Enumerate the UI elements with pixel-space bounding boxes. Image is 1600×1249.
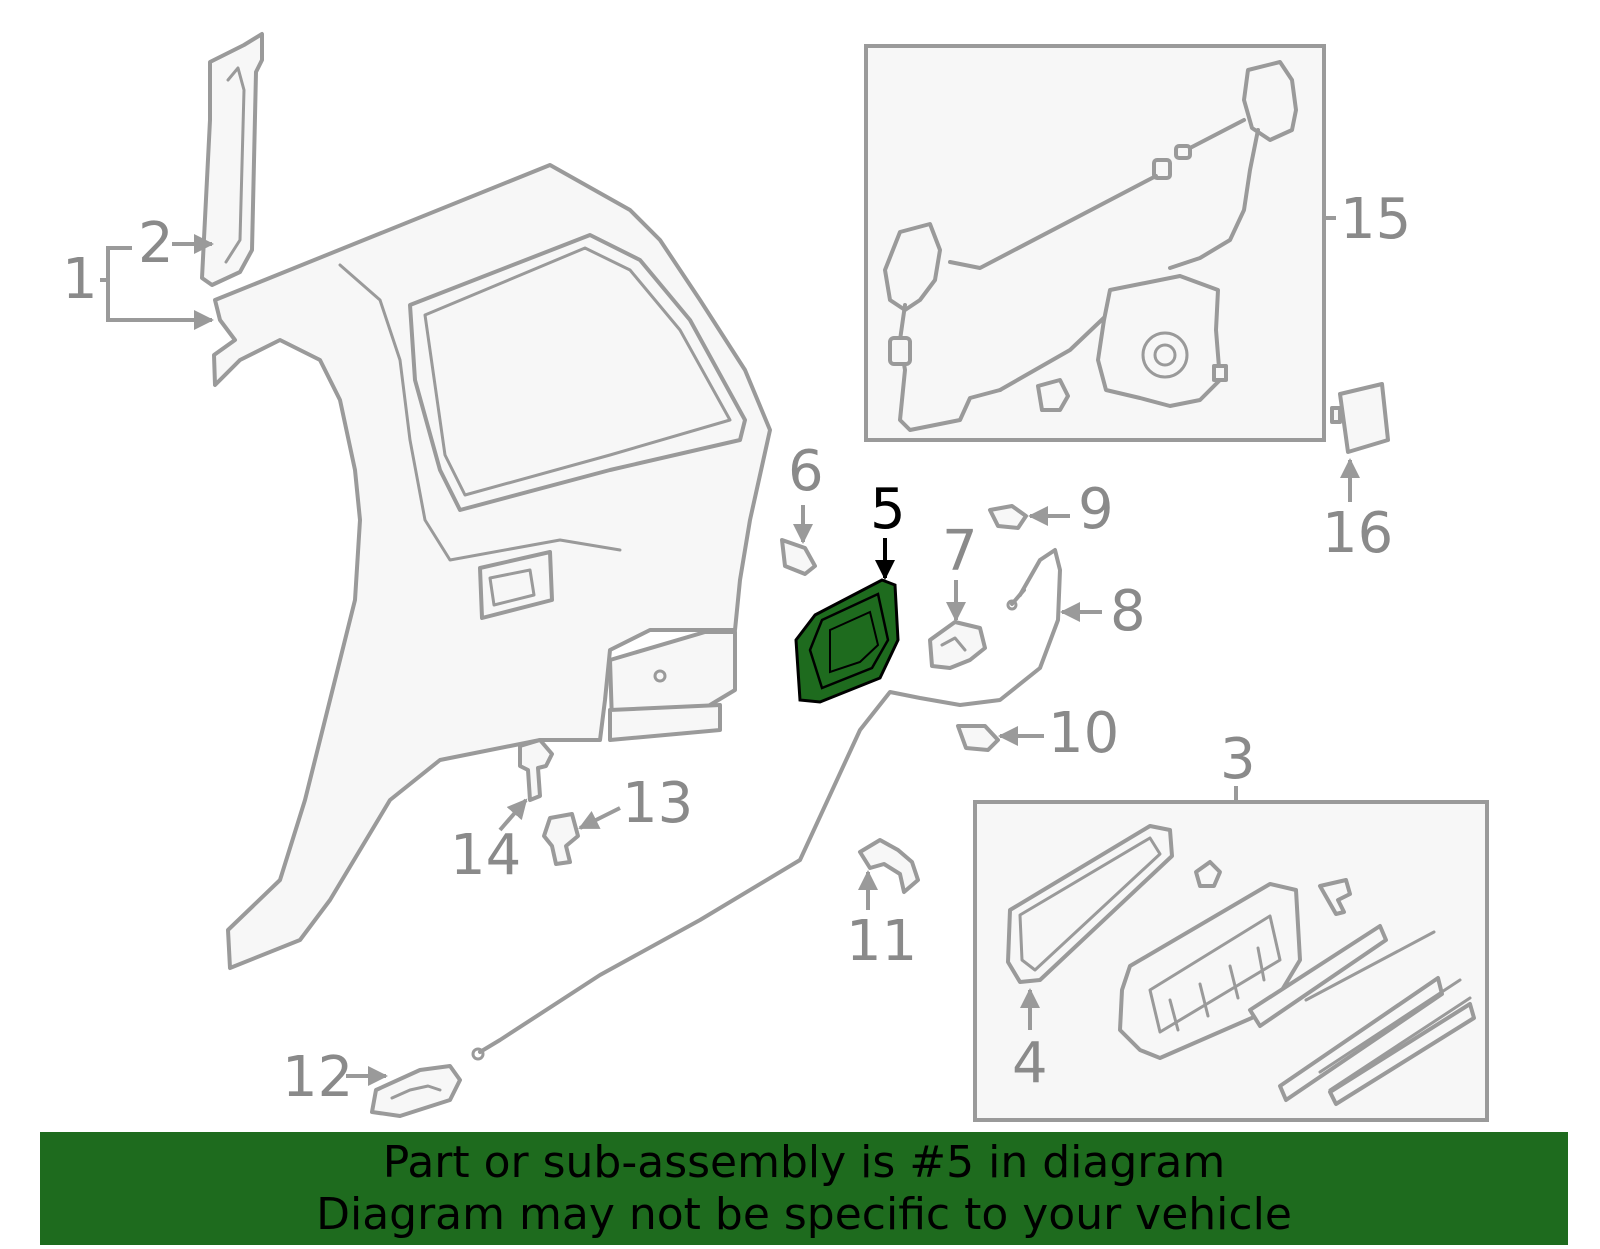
- callout-15: 15: [1340, 187, 1411, 252]
- callout-10: 10: [1048, 701, 1119, 766]
- info-banner: Part or sub-assembly is #5 in diagram Di…: [40, 1132, 1568, 1245]
- part-13-fastener: [542, 812, 580, 866]
- callout-13-leader: [578, 806, 621, 830]
- callout-13: 13: [622, 771, 693, 836]
- callout-9: 9: [1078, 477, 1114, 542]
- callout-14-leader: [498, 798, 528, 832]
- callout-16: 16: [1322, 501, 1393, 566]
- callout-5: 5: [870, 477, 906, 542]
- part-9-bushing: [988, 504, 1028, 530]
- part-5-fuel-door: [794, 578, 900, 704]
- callout-3: 3: [1220, 727, 1256, 792]
- callout-11: 11: [846, 909, 917, 974]
- part-12-handle: [370, 1064, 462, 1118]
- part-15-release-assembly: [864, 44, 1326, 442]
- part-1-quarter-panel: [212, 163, 772, 970]
- callout-2: 2: [138, 211, 174, 276]
- part-16-module: [1330, 382, 1390, 454]
- part-2-pillar-reinforcement: [200, 32, 264, 287]
- banner-line-1: Part or sub-assembly is #5 in diagram: [382, 1136, 1226, 1188]
- callout-4: 4: [1012, 1031, 1048, 1096]
- part-14-bolt: [518, 738, 554, 802]
- part-8-release-cable: [471, 548, 1062, 1061]
- part-6-bumper: [780, 538, 817, 576]
- part-7-lock: [928, 620, 987, 670]
- banner-line-2: Diagram may not be specific to your vehi…: [316, 1188, 1292, 1240]
- callout-12: 12: [282, 1045, 353, 1110]
- part-11-clip: [858, 838, 920, 894]
- callout-7: 7: [942, 519, 978, 584]
- callout-1: 1: [62, 247, 98, 312]
- part-3-housing-assembly: [973, 800, 1489, 1122]
- callout-6: 6: [788, 439, 824, 504]
- callout-14: 14: [450, 823, 521, 888]
- part-10-grommet: [956, 724, 1000, 752]
- callout-8: 8: [1110, 579, 1146, 644]
